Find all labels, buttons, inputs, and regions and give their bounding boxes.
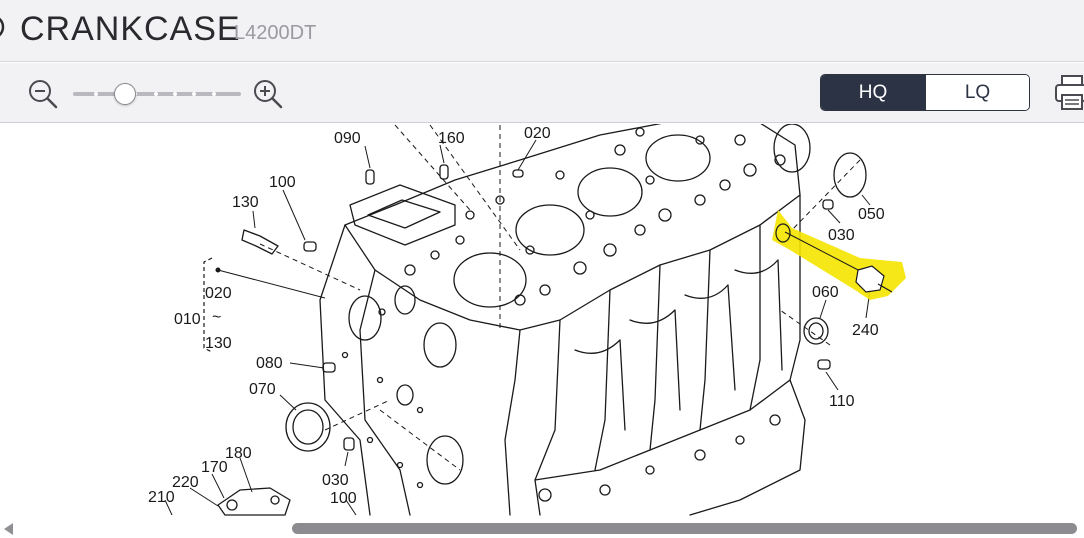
highlighted-part-240[interactable] (772, 210, 906, 300)
bracket-tilde: ~ (212, 309, 221, 326)
callout-110[interactable]: 110 (829, 393, 855, 410)
callout-240[interactable]: 240 (852, 322, 879, 339)
callout-220[interactable]: 220 (172, 474, 199, 491)
callout-130-left[interactable]: 130 (205, 335, 232, 352)
diagram-canvas[interactable]: 090 160 020 100 130 050 030 020 010 130 … (0, 124, 1084, 538)
callout-070[interactable]: 070 (249, 381, 276, 398)
viewer-toolbar: HQ LQ (0, 63, 1084, 123)
callout-090[interactable]: 090 (334, 130, 361, 147)
callout-030-right[interactable]: 030 (828, 227, 855, 244)
callout-170[interactable]: 170 (201, 459, 228, 476)
callout-080[interactable]: 080 (256, 355, 283, 372)
slider-tick (94, 92, 98, 96)
zoom-out-icon[interactable] (27, 78, 59, 110)
hq-button[interactable]: HQ (821, 75, 925, 110)
zoom-in-icon[interactable] (252, 78, 284, 110)
title-bar: CRANKCASE L4200DT (0, 0, 1084, 62)
scroll-left-icon[interactable] (4, 523, 13, 535)
scrollbar-thumb[interactable] (292, 523, 1077, 534)
zoom-slider[interactable] (73, 83, 241, 105)
slider-tick (192, 92, 196, 96)
page-title: CRANKCASE (20, 10, 241, 48)
callout-060[interactable]: 060 (812, 284, 839, 301)
callout-050[interactable]: 050 (858, 206, 885, 223)
callout-130[interactable]: 130 (232, 194, 259, 211)
callout-020-top[interactable]: 020 (524, 125, 551, 142)
zoom-slider-thumb[interactable] (114, 83, 136, 105)
model-subtitle: L4200DT (234, 22, 317, 44)
callout-010[interactable]: 010 (174, 311, 201, 328)
callout-160[interactable]: 160 (438, 130, 465, 147)
callout-030-bottom[interactable]: 030 (322, 472, 349, 489)
slider-tick (212, 92, 216, 96)
callout-020-left[interactable]: 020 (205, 285, 232, 302)
quality-toggle: HQ LQ (820, 74, 1030, 111)
callout-180[interactable]: 180 (225, 445, 252, 462)
back-icon[interactable] (0, 12, 8, 42)
callout-100-top[interactable]: 100 (269, 174, 296, 191)
slider-tick (173, 92, 177, 96)
crankcase-diagram: 090 160 020 100 130 050 030 020 010 130 … (148, 124, 906, 516)
print-icon[interactable] (1054, 73, 1084, 113)
lq-button[interactable]: LQ (925, 75, 1029, 110)
callout-100-bottom[interactable]: 100 (330, 490, 357, 507)
horizontal-scrollbar[interactable] (0, 520, 1084, 538)
callout-210[interactable]: 210 (148, 489, 175, 506)
slider-tick (154, 92, 158, 96)
